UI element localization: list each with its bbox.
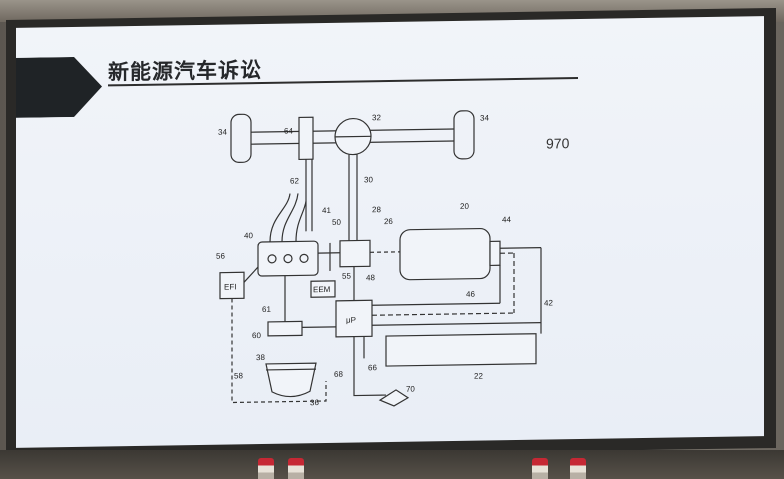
desk-surface bbox=[0, 450, 784, 479]
label-61: 61 bbox=[262, 305, 271, 314]
label-70: 70 bbox=[406, 385, 415, 394]
label-22: 22 bbox=[474, 372, 483, 381]
water-bottle-2 bbox=[288, 458, 304, 479]
label-58: 58 bbox=[234, 371, 243, 380]
patent-diagram: 34 64 32 34 62 30 41 50 28 26 20 44 40 5… bbox=[216, 110, 553, 407]
motor-20 bbox=[399, 227, 491, 281]
label-68: 68 bbox=[334, 370, 343, 379]
label-eem: EEM bbox=[313, 285, 331, 294]
label-38: 38 bbox=[256, 353, 265, 362]
label-30: 30 bbox=[364, 175, 373, 184]
water-bottle-4 bbox=[570, 458, 586, 479]
engine-40 bbox=[257, 240, 319, 277]
wheel-right bbox=[453, 110, 475, 160]
component-64 bbox=[298, 116, 314, 161]
label-62: 62 bbox=[290, 176, 299, 185]
label-36: 36 bbox=[310, 398, 319, 407]
coupling-28 bbox=[339, 239, 371, 268]
label-efi: EFI bbox=[224, 282, 236, 291]
wheel-left bbox=[230, 113, 252, 163]
tank-36 bbox=[265, 362, 317, 398]
slide-screen: 新能源汽车诉讼 970 bbox=[16, 16, 764, 448]
battery-22 bbox=[385, 333, 537, 367]
label-microprocessor: μP bbox=[346, 316, 356, 325]
label-26: 26 bbox=[384, 217, 393, 226]
label-46: 46 bbox=[466, 290, 475, 299]
label-41: 41 bbox=[322, 206, 331, 215]
label-28: 28 bbox=[372, 205, 381, 214]
label-44: 44 bbox=[502, 215, 511, 224]
label-34-left: 34 bbox=[218, 128, 227, 137]
water-bottle-1 bbox=[258, 458, 274, 479]
wire-68 bbox=[353, 336, 386, 397]
label-66: 66 bbox=[368, 363, 377, 372]
wire-58 bbox=[231, 298, 327, 404]
label-34-right: 34 bbox=[480, 113, 489, 122]
water-bottle-3 bbox=[532, 458, 548, 479]
label-50: 50 bbox=[332, 218, 341, 227]
label-55: 55 bbox=[342, 272, 351, 281]
label-42: 42 bbox=[544, 298, 553, 307]
label-64: 64 bbox=[284, 127, 293, 136]
pedal-70 bbox=[378, 389, 410, 407]
label-40: 40 bbox=[244, 231, 253, 240]
label-32: 32 bbox=[372, 113, 381, 122]
label-48: 48 bbox=[366, 273, 375, 282]
title-arrow-icon bbox=[16, 56, 102, 118]
label-60: 60 bbox=[252, 331, 261, 340]
label-20: 20 bbox=[460, 202, 469, 211]
component-60 bbox=[267, 320, 303, 337]
label-56: 56 bbox=[216, 252, 225, 261]
eem-box bbox=[310, 280, 336, 298]
